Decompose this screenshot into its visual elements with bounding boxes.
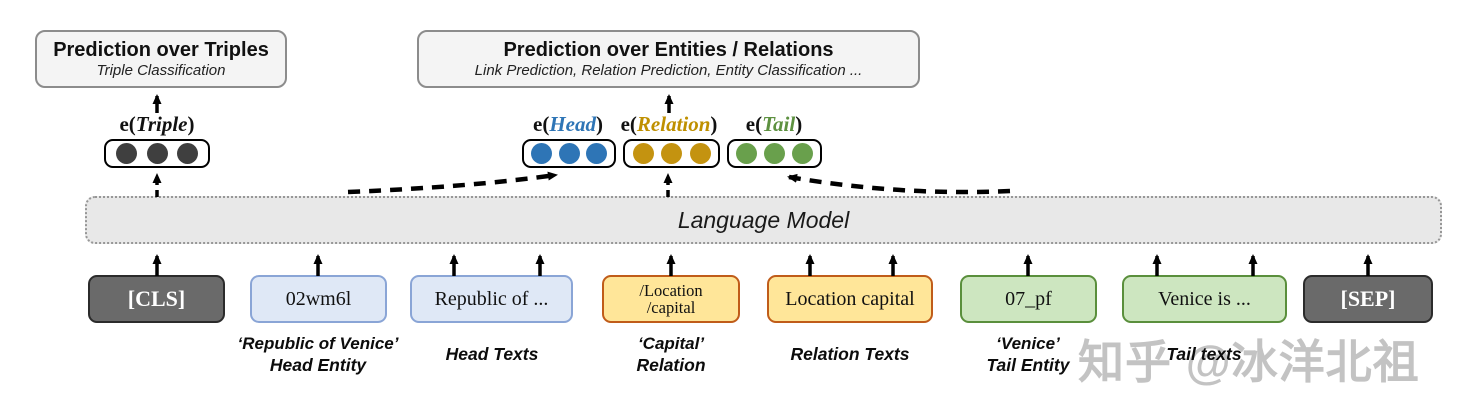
dot — [792, 143, 813, 164]
caption-relation: ‘Capital’ Relation — [561, 333, 781, 378]
token-label: 02wm6l — [285, 287, 352, 310]
caption-head-entity: ‘Republic of Venice’ Head Entity — [208, 333, 428, 378]
language-model-bar: Language Model — [85, 196, 1442, 244]
prediction-over-entities-title: Prediction over Entities / Relations — [503, 38, 834, 61]
dot — [632, 143, 654, 164]
dashed-arrow-lm-to-tail — [787, 173, 1011, 195]
prediction-over-triples-subtitle: Triple Classification — [96, 61, 226, 79]
head-embedding-dots — [522, 139, 616, 168]
token-label: [CLS] — [127, 286, 186, 312]
caption-role: Tail texts — [1166, 344, 1242, 364]
e-prefix: e( — [745, 112, 763, 136]
dot — [146, 143, 168, 164]
caption-role: Relation — [636, 355, 706, 376]
caption-quote: ‘Capital’ — [637, 334, 705, 353]
dot — [115, 143, 137, 164]
e-suffix: ) — [187, 112, 195, 136]
e-suffix: ) — [710, 112, 718, 136]
head-embedding-label: e(Head) — [483, 112, 653, 137]
e-suffix: ) — [595, 112, 603, 136]
dot — [764, 143, 785, 164]
dot — [530, 143, 552, 164]
caption-tail-texts: Tail texts — [1094, 343, 1314, 367]
dot — [586, 143, 608, 164]
relation-embedding-label: e(Relation) — [584, 112, 754, 137]
token-label-line1: /Location — [639, 280, 703, 300]
e-suffix: ) — [795, 112, 803, 136]
token-label: 07_pf — [1005, 287, 1052, 310]
e-prefix: e( — [119, 112, 136, 136]
token-tail-texts: Venice is ... — [1122, 275, 1287, 323]
tail-embedding-dots — [727, 139, 822, 168]
token-label: Venice is ... — [1158, 287, 1251, 310]
token-relation-texts: Location capital — [767, 275, 933, 323]
dot — [736, 143, 757, 164]
token-head-texts: Republic of ... — [410, 275, 573, 323]
token-tail-entity-id: 07_pf — [960, 275, 1097, 323]
e-name-triple: Triple — [135, 112, 188, 136]
prediction-over-entities-box: Prediction over Entities / Relations Lin… — [417, 30, 920, 88]
prediction-over-triples-title: Prediction over Triples — [53, 38, 269, 61]
e-prefix: e( — [620, 112, 637, 136]
prediction-over-entities-subtitle: Link Prediction, Relation Prediction, En… — [474, 61, 863, 79]
e-name-tail: Tail — [762, 112, 796, 136]
tail-embedding-label: e(Tail) — [689, 112, 859, 137]
e-name-head: Head — [549, 112, 596, 136]
dot — [689, 143, 711, 164]
caption-role: Relation Texts — [790, 344, 910, 364]
token-head-entity-id: 02wm6l — [250, 275, 387, 323]
token-label-line2: /capital — [646, 298, 696, 317]
dot — [558, 143, 580, 164]
caption-tail-entity: ‘Venice’ Tail Entity — [918, 333, 1138, 378]
caption-role: Head Texts — [445, 344, 539, 364]
caption-quote: ‘Republic of Venice’ — [237, 334, 399, 353]
caption-relation-texts: Relation Texts — [740, 343, 960, 367]
token-cls: [CLS] — [88, 275, 225, 323]
dashed-arrow-lm-to-head — [347, 171, 558, 195]
language-model-label: Language Model — [677, 206, 850, 233]
caption-head-texts: Head Texts — [382, 343, 602, 367]
e-prefix: e( — [533, 112, 550, 136]
dot — [177, 143, 199, 164]
caption-role: Head Entity — [269, 355, 367, 376]
e-name-relation: Relation — [636, 112, 711, 136]
token-label: Republic of ... — [434, 287, 549, 310]
token-sep: [SEP] — [1303, 275, 1433, 323]
dot — [661, 143, 682, 164]
token-label: [SEP] — [1340, 286, 1396, 312]
relation-embedding-dots — [623, 139, 720, 168]
token-relation-id: /Location /capital — [602, 275, 740, 323]
zhihu-watermark: 知乎 @冰洋北祖 — [1078, 336, 1420, 388]
caption-role: Tail Entity — [986, 355, 1070, 376]
prediction-over-triples-box: Prediction over Triples Triple Classific… — [35, 30, 287, 88]
triple-embedding-dots — [104, 139, 210, 168]
caption-quote: ‘Venice’ — [996, 334, 1060, 353]
token-label: Location capital — [785, 287, 915, 310]
triple-embedding-label: e(Triple) — [72, 112, 242, 137]
